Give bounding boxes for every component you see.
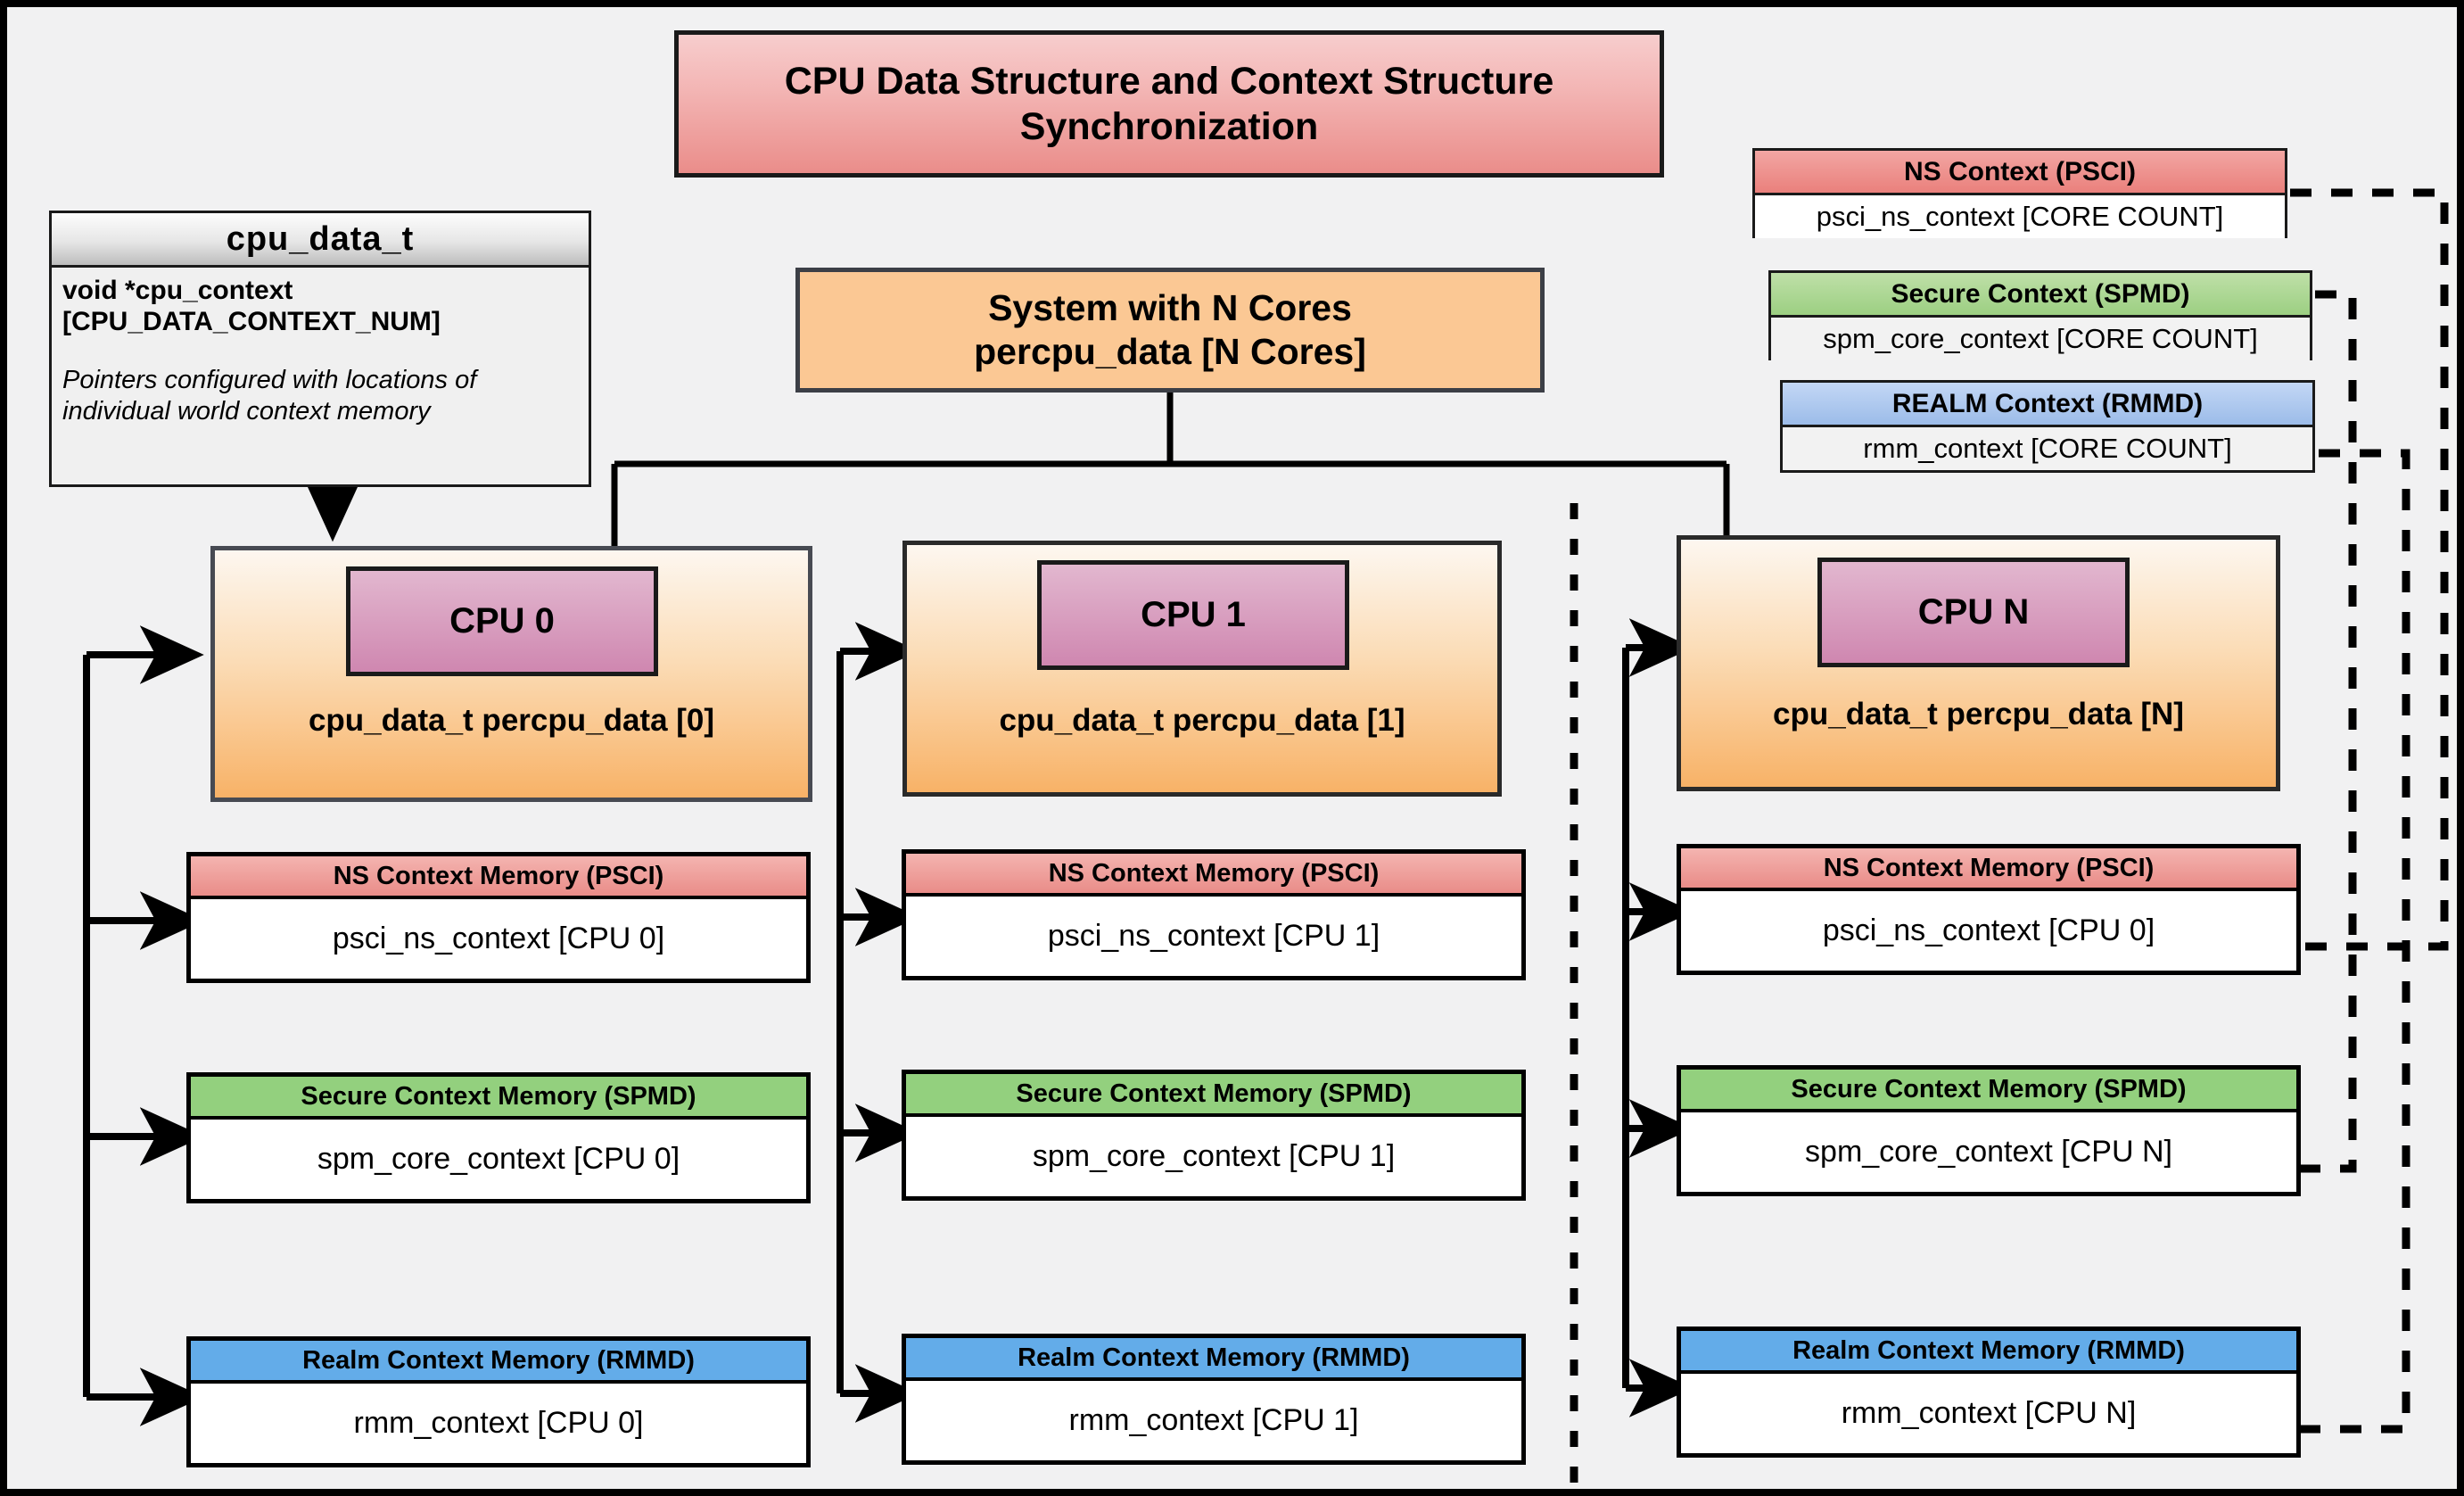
cpu0-ns-context-memory-header: NS Context Memory (PSCI) bbox=[191, 856, 806, 899]
cpuN-ns-context-memory: NS Context Memory (PSCI) psci_ns_context… bbox=[1677, 844, 2301, 975]
cpu1-ns-context-memory-header: NS Context Memory (PSCI) bbox=[906, 854, 1521, 897]
cpuN-secure-context-memory: Secure Context Memory (SPMD) spm_core_co… bbox=[1677, 1065, 2301, 1196]
system-line-1: System with N Cores bbox=[988, 286, 1352, 328]
cpuN-chip: CPU N bbox=[1817, 558, 2130, 667]
cpu0-secure-context-memory: Secure Context Memory (SPMD) spm_core_co… bbox=[186, 1072, 811, 1203]
secure-context-summary-value: spm_core_context [CORE COUNT] bbox=[1771, 318, 2310, 360]
cpu-data-t-struct: cpu_data_t void *cpu_context [CPU_DATA_C… bbox=[49, 211, 591, 487]
cpuN-ns-context-memory-value: psci_ns_context [CPU 0] bbox=[1822, 913, 2155, 947]
realm-context-summary-value: rmm_context [CORE COUNT] bbox=[1783, 427, 2312, 470]
secure-context-summary-header: Secure Context (SPMD) bbox=[1771, 273, 2310, 318]
cpu1-secure-context-memory: Secure Context Memory (SPMD) spm_core_co… bbox=[902, 1070, 1526, 1201]
cpu1-chip: CPU 1 bbox=[1037, 560, 1349, 670]
ns-context-summary-value: psci_ns_context [CORE COUNT] bbox=[1755, 195, 2285, 238]
cpu0-realm-context-memory-value: rmm_context [CPU 0] bbox=[353, 1406, 644, 1440]
cpu0-pointer-bracket bbox=[83, 625, 204, 1426]
cpu0-secure-context-memory-header: Secure Context Memory (SPMD) bbox=[191, 1077, 806, 1120]
cpu-data-t-field: void *cpu_context [CPU_DATA_CONTEXT_NUM] bbox=[62, 276, 441, 337]
cpu0-ns-context-memory: NS Context Memory (PSCI) psci_ns_context… bbox=[186, 852, 811, 983]
cpu-data-t-body: void *cpu_context [CPU_DATA_CONTEXT_NUM]… bbox=[52, 268, 589, 426]
cpu-data-t-header: cpu_data_t bbox=[52, 213, 589, 268]
cpuN-percpu-data-label: cpu_data_t percpu_data [N] bbox=[1773, 697, 2184, 731]
secure-context-summary: Secure Context (SPMD) spm_core_context [… bbox=[1768, 270, 2312, 360]
system-line-2: percpu_data [N Cores] bbox=[974, 331, 1366, 372]
cpu1-secure-context-memory-header: Secure Context Memory (SPMD) bbox=[906, 1074, 1521, 1117]
page-title: CPU Data Structure and Context Structure… bbox=[674, 30, 1664, 178]
cpu0-realm-context-memory-header: Realm Context Memory (RMMD) bbox=[191, 1341, 806, 1384]
cpu1-realm-context-memory-header: Realm Context Memory (RMMD) bbox=[906, 1338, 1521, 1381]
cpuN-realm-context-memory-header: Realm Context Memory (RMMD) bbox=[1681, 1331, 2296, 1374]
realm-context-summary-header: REALM Context (RMMD) bbox=[1783, 383, 2312, 427]
cpu0-percpu-data-label: cpu_data_t percpu_data [0] bbox=[308, 703, 715, 738]
cpuN-realm-context-memory: Realm Context Memory (RMMD) rmm_context … bbox=[1677, 1327, 2301, 1458]
cpu1-pointer-bracket bbox=[836, 622, 919, 1423]
cpu-data-t-note: Pointers configured with locations of in… bbox=[62, 365, 477, 426]
cpu1-secure-context-memory-value: spm_core_context [CPU 1] bbox=[1032, 1139, 1396, 1173]
cpu0-ns-context-memory-value: psci_ns_context [CPU 0] bbox=[332, 922, 665, 955]
cpu0-realm-context-memory: Realm Context Memory (RMMD) rmm_context … bbox=[186, 1336, 811, 1467]
cpuN-pointer-bracket bbox=[1622, 618, 1693, 1417]
ns-context-summary: NS Context (PSCI) psci_ns_context [CORE … bbox=[1752, 148, 2287, 238]
summary-to-cpuN-dashed bbox=[2290, 188, 2449, 1434]
cpuN-realm-context-memory-value: rmm_context [CPU N] bbox=[1841, 1396, 2137, 1430]
cpu1-realm-context-memory-value: rmm_context [CPU 1] bbox=[1068, 1403, 1359, 1437]
tree-connector bbox=[611, 393, 1730, 548]
cpu1-realm-context-memory: Realm Context Memory (RMMD) rmm_context … bbox=[902, 1334, 1526, 1465]
cpu1-ns-context-memory-value: psci_ns_context [CPU 1] bbox=[1047, 919, 1380, 953]
cpu0-secure-context-memory-value: spm_core_context [CPU 0] bbox=[317, 1142, 680, 1176]
realm-context-summary: REALM Context (RMMD) rmm_context [CORE C… bbox=[1780, 380, 2315, 473]
cpuN-ns-context-memory-header: NS Context Memory (PSCI) bbox=[1681, 848, 2296, 891]
ns-context-summary-header: NS Context (PSCI) bbox=[1755, 151, 2285, 195]
cpuN-secure-context-memory-value: spm_core_context [CPU N] bbox=[1805, 1135, 2172, 1169]
system-n-cores-box: System with N Cores percpu_data [N Cores… bbox=[795, 268, 1545, 393]
cpu1-ns-context-memory: NS Context Memory (PSCI) psci_ns_context… bbox=[902, 849, 1526, 980]
cpu1-percpu-data-label: cpu_data_t percpu_data [1] bbox=[999, 703, 1405, 738]
cpu0-chip: CPU 0 bbox=[346, 566, 658, 676]
cpuN-secure-context-memory-header: Secure Context Memory (SPMD) bbox=[1681, 1070, 2296, 1112]
